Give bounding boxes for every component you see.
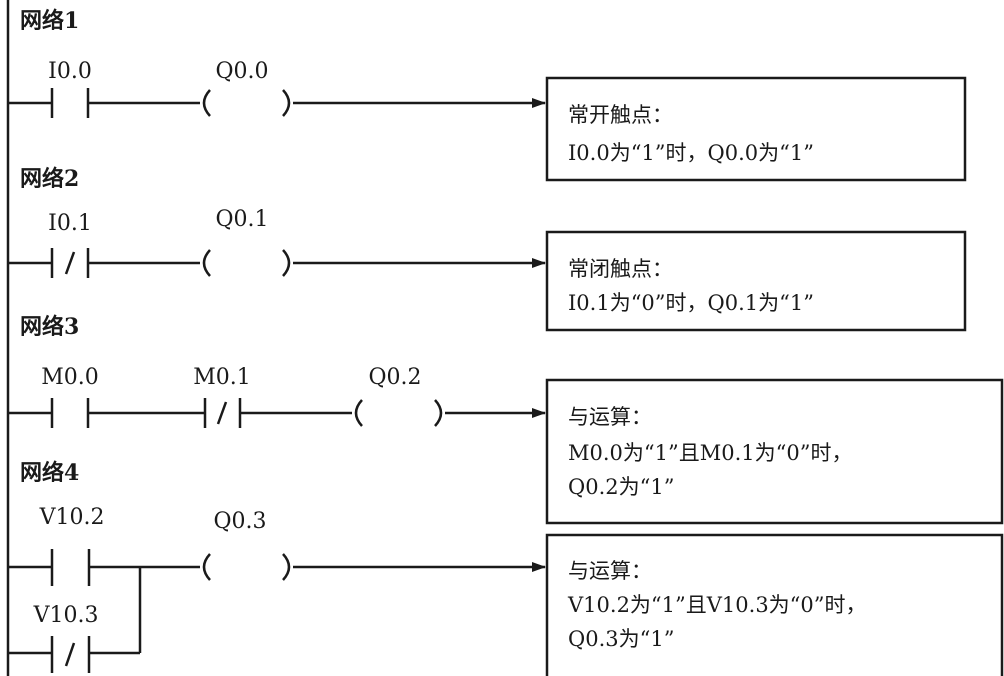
network-2: 网络2 I0.1 Q0.1 常闭触点： I0.1为“0”时，Q0.1为“1” <box>8 166 967 332</box>
note-line: Q0.2为“1” <box>568 475 674 499</box>
note-box <box>545 378 1004 525</box>
network-4: 网络4 V10.2 V10.3 Q0.3 与运算： V10.2为“1”且V10.… <box>8 460 1004 676</box>
coil-icon <box>202 89 291 117</box>
note-line: I0.1为“0”时，Q0.1为“1” <box>568 291 814 315</box>
note-line: 与运算： <box>568 405 652 429</box>
note-line: 与运算： <box>568 559 652 583</box>
contact-label: M0.0 <box>41 365 99 390</box>
network-3: 网络3 M0.0 M0.1 Q0.2 与运算： M0.0为“1”且M0.1为“0… <box>8 314 1004 525</box>
coil-label: Q0.0 <box>215 59 268 84</box>
note-line: V10.2为“1”且V10.3为“0”时， <box>567 593 867 617</box>
no-contact-icon <box>50 88 90 118</box>
coil-label: Q0.1 <box>215 207 268 232</box>
coil-icon <box>202 249 291 277</box>
coil-label: Q0.3 <box>213 509 266 534</box>
nc-contact-icon <box>50 636 91 673</box>
note-box <box>545 230 967 332</box>
note-box <box>545 76 967 182</box>
no-contact-icon <box>50 549 91 586</box>
network-title: 网络1 <box>20 8 79 34</box>
network-title: 网络3 <box>20 314 79 340</box>
coil-icon <box>354 399 443 427</box>
note-line: 常开触点： <box>568 103 673 127</box>
coil-label: Q0.2 <box>368 365 421 390</box>
note-line: 常闭触点： <box>568 257 673 281</box>
note-line: M0.0为“1”且M0.1为“0”时， <box>568 441 852 465</box>
contact-label: I0.0 <box>48 59 92 84</box>
note-line: I0.0为“1”时，Q0.0为“1” <box>568 141 814 165</box>
contact-label: V10.3 <box>33 603 99 628</box>
coil-icon <box>202 553 291 581</box>
network-title: 网络2 <box>20 166 79 192</box>
contact-label: I0.1 <box>48 211 92 236</box>
note-line: Q0.3为“1” <box>568 627 674 651</box>
no-contact-icon <box>50 398 90 428</box>
nc-contact-icon <box>50 248 90 278</box>
network-title: 网络4 <box>20 460 79 486</box>
note-box <box>545 533 1004 676</box>
contact-label: V10.2 <box>39 505 105 530</box>
contact-label: M0.1 <box>193 365 251 390</box>
nc-contact-icon <box>203 398 242 428</box>
network-1: 网络1 I0.0 Q0.0 常开触点： I0.0为“1”时，Q0.0为“1” <box>8 8 967 182</box>
